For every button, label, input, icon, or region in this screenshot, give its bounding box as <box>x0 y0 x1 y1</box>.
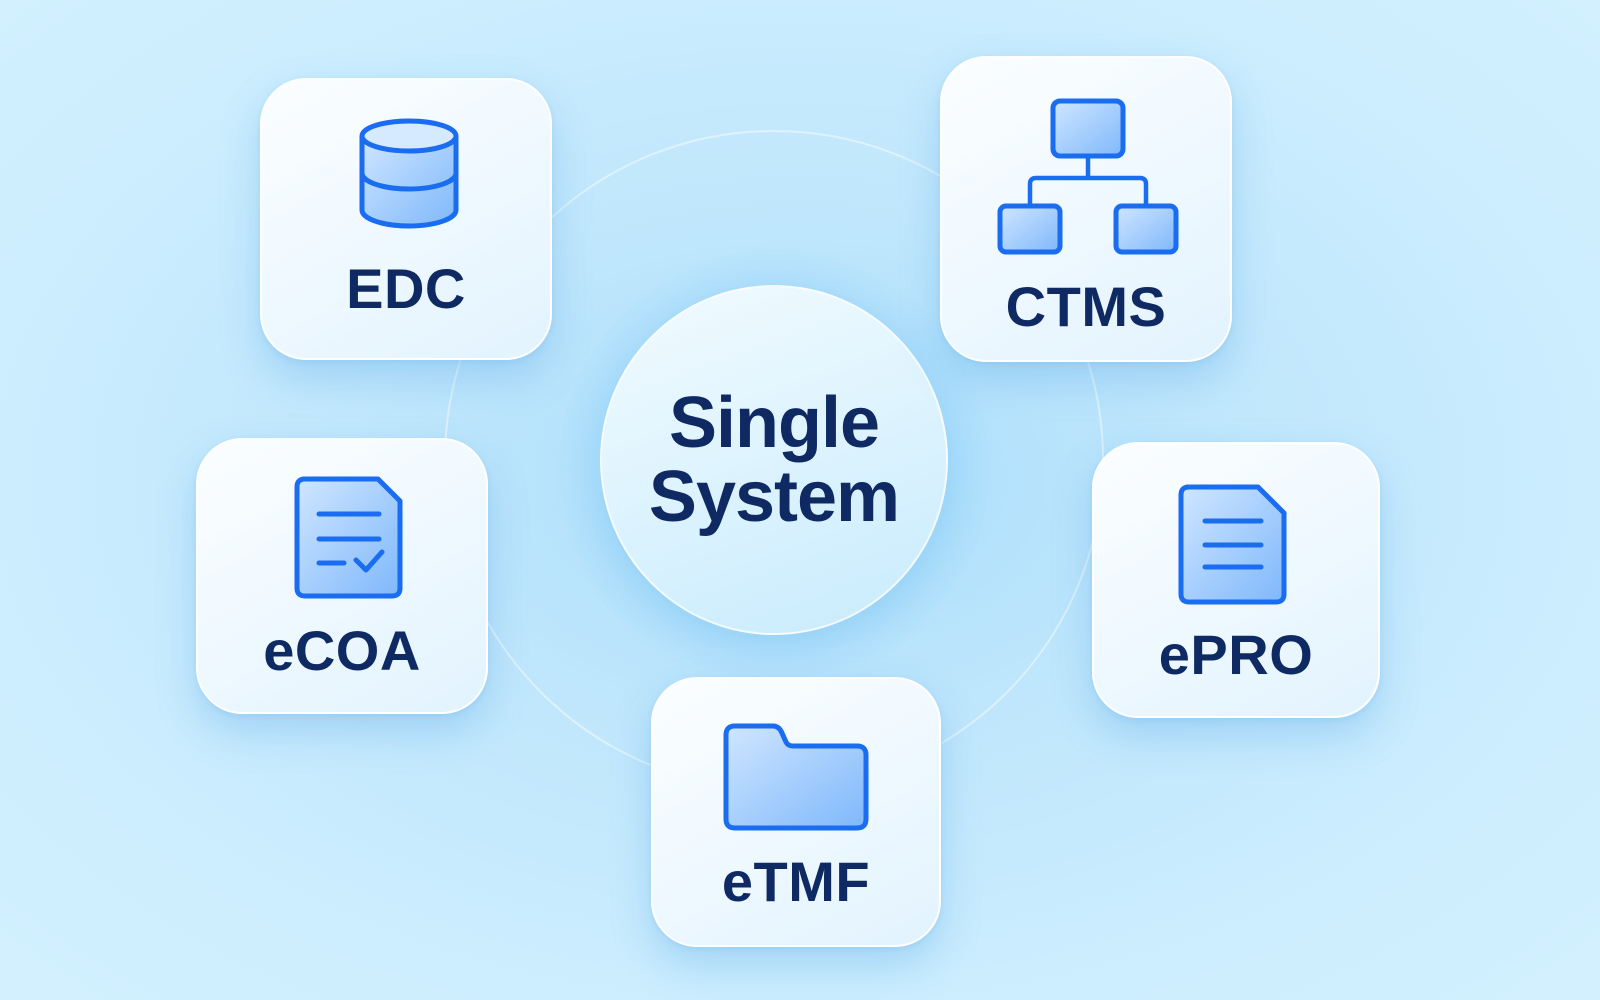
hub-title-line2: System <box>648 457 900 537</box>
database-icon <box>359 118 459 229</box>
module-card-epro[interactable]: ePRO <box>1092 442 1380 718</box>
module-label-epro: ePRO <box>1158 623 1314 686</box>
module-card-edc[interactable]: EDC <box>260 78 552 360</box>
folder-icon <box>723 723 869 831</box>
module-label-ctms: CTMS <box>1005 275 1167 338</box>
module-card-ecoa[interactable]: eCOA <box>196 438 488 714</box>
hub-title-line1: Single <box>668 383 880 463</box>
hierarchy-icon <box>997 98 1179 255</box>
module-label-edc: EDC <box>346 257 466 320</box>
single-system-hub: Single System <box>600 285 948 635</box>
module-card-etmf[interactable]: eTMF <box>651 677 941 947</box>
module-card-ctms[interactable]: CTMS <box>940 56 1232 362</box>
module-label-ecoa: eCOA <box>263 619 421 682</box>
document-icon <box>1178 484 1287 605</box>
module-label-etmf: eTMF <box>721 850 871 913</box>
document-check-icon <box>294 476 403 599</box>
